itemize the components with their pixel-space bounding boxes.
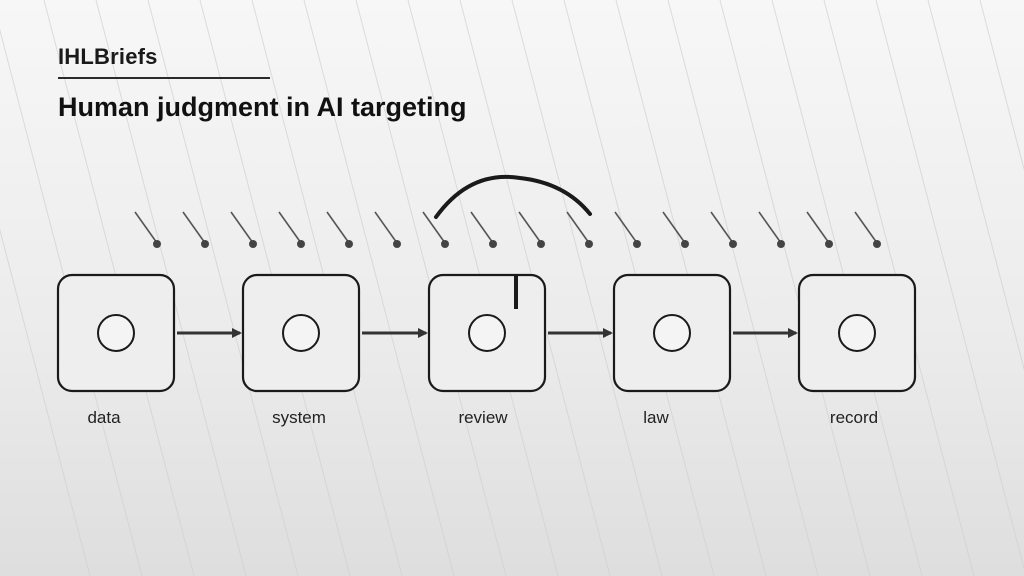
- tick-dot: [681, 240, 689, 248]
- brand-underline: [58, 77, 270, 79]
- background-line: [147, 0, 299, 576]
- background-line: [511, 0, 663, 576]
- node-label-review: review: [458, 408, 508, 427]
- tick-stroke: [854, 211, 878, 244]
- tick-dot: [633, 240, 641, 248]
- tick-stroke: [806, 211, 830, 244]
- tick-dot: [201, 240, 209, 248]
- page-title: Human judgment in AI targeting: [58, 92, 467, 122]
- tick-stroke: [614, 211, 638, 244]
- tick-dot: [537, 240, 545, 248]
- background-line: [979, 0, 1024, 171]
- tick-dot: [249, 240, 257, 248]
- background-line: [667, 0, 819, 576]
- review-arc: [434, 174, 592, 219]
- node-label-law: law: [643, 408, 669, 427]
- tick-dot: [729, 240, 737, 248]
- tick-stroke: [326, 211, 350, 244]
- tick-stroke: [422, 211, 446, 244]
- tick-stroke: [518, 211, 542, 244]
- tick-dot: [777, 240, 785, 248]
- node-core-data: [97, 314, 135, 352]
- node-core-law: [653, 314, 691, 352]
- node-core-record: [838, 314, 876, 352]
- tick-stroke: [278, 211, 302, 244]
- node-core-system: [282, 314, 320, 352]
- tick-dot: [825, 240, 833, 248]
- background-line: [719, 0, 871, 576]
- tick-dot: [873, 240, 881, 248]
- node-label-data: data: [87, 408, 121, 427]
- background-line: [927, 0, 1024, 371]
- node-label-record: record: [829, 408, 879, 427]
- tick-stroke: [758, 211, 782, 244]
- tick-dot: [441, 240, 449, 248]
- tick-dot: [153, 240, 161, 248]
- tick-row: [134, 211, 881, 248]
- brand-name: IHLBriefs: [58, 44, 158, 69]
- tick-dot: [585, 240, 593, 248]
- background-line: [0, 228, 91, 576]
- tick-dot: [297, 240, 305, 248]
- tick-dot: [489, 240, 497, 248]
- tick-stroke: [710, 211, 734, 244]
- tick-stroke: [134, 211, 158, 244]
- tick-stroke: [374, 211, 398, 244]
- tick-stroke: [470, 211, 494, 244]
- node-core-review: [468, 314, 506, 352]
- tick-stroke: [230, 211, 254, 244]
- tick-stroke: [182, 211, 206, 244]
- node-label-system: system: [272, 408, 326, 427]
- background-line: [303, 0, 455, 576]
- tick-dot: [393, 240, 401, 248]
- tick-stroke: [662, 211, 686, 244]
- node-group: [56, 273, 917, 393]
- tick-dot: [345, 240, 353, 248]
- background-line: [875, 0, 1024, 571]
- tick-stroke: [566, 211, 590, 244]
